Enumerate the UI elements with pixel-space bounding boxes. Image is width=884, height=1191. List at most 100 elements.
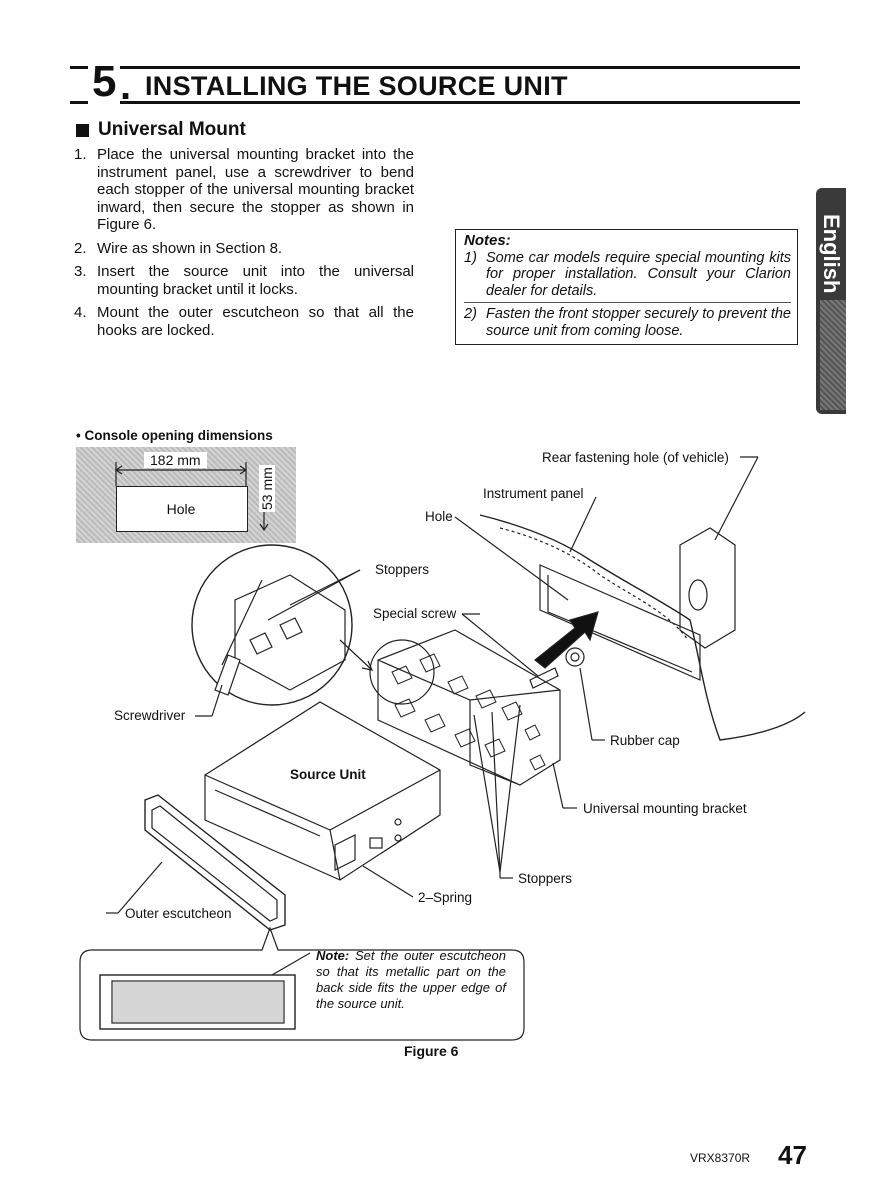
list-item: 3.Insert the source unit into the univer… bbox=[74, 263, 414, 298]
leader-special-screw bbox=[461, 613, 539, 677]
leader-escutcheon bbox=[117, 861, 163, 914]
outer-escutcheon bbox=[144, 794, 286, 931]
step-text: Wire as shown in Section 8. bbox=[97, 239, 283, 257]
detail-tab bbox=[249, 632, 273, 655]
detail-magnifier bbox=[191, 544, 353, 706]
instrument-panel-opening bbox=[539, 564, 701, 681]
source-unit-screw-hole bbox=[394, 834, 402, 842]
leader-rubber-cap bbox=[579, 667, 593, 741]
height-dimension-label: 53 mm bbox=[259, 465, 275, 512]
footer-model: VRX8370R bbox=[690, 1151, 751, 1165]
section-number-dot: . bbox=[120, 64, 132, 108]
note-number: 1) bbox=[464, 249, 477, 266]
console-hole-label: Hole bbox=[166, 501, 196, 517]
note-escutcheon-window bbox=[111, 980, 285, 1024]
list-item: 1. Place the universal mounting bracket i… bbox=[74, 146, 414, 234]
language-tab-label: English bbox=[819, 214, 844, 294]
height-arrow-bottom bbox=[259, 523, 269, 532]
source-unit-body bbox=[204, 701, 441, 881]
label-instrument-panel: Instrument panel bbox=[483, 486, 584, 501]
source-unit-screw-hole bbox=[394, 818, 402, 826]
list-item: 2) Fasten the front stopper securely to p… bbox=[464, 306, 791, 339]
section-bullet-icon bbox=[76, 124, 89, 137]
instrument-panel-inner bbox=[547, 575, 693, 673]
figure-note: Note: Set the outer escutcheon so that i… bbox=[316, 948, 506, 1012]
source-unit-front-line bbox=[214, 789, 321, 837]
label-rear-fastening-hole: Rear fastening hole (of vehicle) bbox=[542, 450, 729, 465]
figure-note-title: Note: bbox=[316, 948, 350, 963]
label-rubber-cap: Rubber cap bbox=[610, 733, 680, 748]
step-text: Mount the outer escutcheon so that all t… bbox=[97, 304, 414, 339]
section-title: Universal Mount bbox=[98, 119, 246, 140]
rubber-cap bbox=[565, 647, 585, 667]
leader-stoppers-top-b bbox=[267, 569, 361, 621]
notes-divider bbox=[464, 302, 791, 303]
figure-caption: Figure 6 bbox=[404, 1043, 459, 1059]
header-rule-bottom bbox=[70, 101, 800, 104]
leader-stoppers-bottom-b bbox=[491, 711, 501, 873]
leader-spring bbox=[362, 865, 414, 898]
step-number: 1. bbox=[74, 146, 87, 163]
magnifier-pointer-head bbox=[361, 660, 374, 671]
dashboard-edge-hatch bbox=[499, 527, 689, 641]
note-escutcheon-fill bbox=[113, 982, 283, 1022]
console-caption: • Console opening dimensions bbox=[76, 428, 273, 443]
screwdriver-handle bbox=[214, 654, 241, 696]
console-hole bbox=[116, 486, 248, 532]
header-rule-top bbox=[70, 66, 800, 69]
leader-stoppers-bottom-c bbox=[499, 704, 521, 873]
list-item: 4.Mount the outer escutcheon so that all… bbox=[74, 304, 414, 339]
label-outer-escutcheon: Outer escutcheon bbox=[125, 906, 232, 921]
source-unit-socket bbox=[369, 837, 383, 849]
step-number: 3. bbox=[74, 263, 87, 280]
note-number: 2) bbox=[464, 306, 477, 322]
leader-screwdriver bbox=[211, 684, 223, 717]
detail-target-circle bbox=[369, 639, 435, 705]
rear-hole bbox=[688, 579, 708, 611]
leader-bracket bbox=[552, 762, 564, 809]
step-text: Place the universal mounting bracket int… bbox=[97, 146, 414, 233]
leader-instrument-panel bbox=[569, 496, 597, 553]
list-item: 1) Some car models require special mounti… bbox=[464, 250, 791, 300]
mounting-bracket bbox=[377, 629, 561, 786]
label-stoppers-bottom: Stoppers bbox=[518, 871, 573, 886]
magnifier-pointer bbox=[339, 639, 373, 671]
note-escutcheon-frame bbox=[99, 974, 296, 1030]
label-special-screw: Special screw bbox=[373, 606, 457, 621]
special-screw bbox=[529, 667, 559, 689]
note-bubble bbox=[79, 926, 525, 1041]
width-dimension-label: 182 mm bbox=[144, 452, 207, 468]
detail-bracket bbox=[234, 574, 346, 691]
note-leader bbox=[271, 952, 311, 976]
notes-title: Notes: bbox=[464, 232, 511, 249]
rear-bracket bbox=[679, 527, 736, 649]
detail-tab bbox=[279, 617, 303, 640]
mounting-bracket-edge-front bbox=[469, 700, 521, 786]
steps-list: 1. Place the universal mounting bracket i… bbox=[74, 146, 414, 345]
section-number: 5 bbox=[88, 58, 121, 106]
page-number: 47 bbox=[778, 1140, 807, 1170]
figure-note-text: Set the outer escutcheon so that its met… bbox=[316, 948, 506, 1011]
language-tab-pattern bbox=[820, 300, 846, 410]
leader-hole bbox=[454, 516, 569, 601]
label-screwdriver: Screwdriver bbox=[114, 708, 186, 723]
step-number: 2. bbox=[74, 239, 87, 257]
label-spring: 2–Spring bbox=[418, 890, 473, 905]
label-stoppers-top: Stoppers bbox=[375, 562, 430, 577]
notes-box: Notes: 1) Some car models require special… bbox=[455, 229, 798, 345]
leader-stoppers-bottom-a bbox=[473, 714, 501, 873]
list-item: 2. Wire as shown in Section 8. bbox=[74, 240, 414, 258]
source-unit-connector bbox=[334, 834, 356, 871]
screwdriver-shaft bbox=[221, 579, 263, 666]
leader-rear-hole bbox=[714, 456, 759, 541]
label-source-unit: Source Unit bbox=[290, 767, 366, 782]
bracket-tabs bbox=[391, 653, 546, 771]
label-universal-mounting-bracket: Universal mounting bracket bbox=[583, 801, 747, 816]
rubber-cap-center bbox=[570, 652, 580, 662]
label-hole: Hole bbox=[425, 509, 453, 524]
note-text: Fasten the front stopper securely to pre… bbox=[486, 306, 791, 339]
dashboard-outline bbox=[479, 514, 806, 741]
note-text: Some car models require special mounting… bbox=[486, 249, 791, 299]
page-title: INSTALLING THE SOURCE UNIT bbox=[145, 71, 568, 101]
